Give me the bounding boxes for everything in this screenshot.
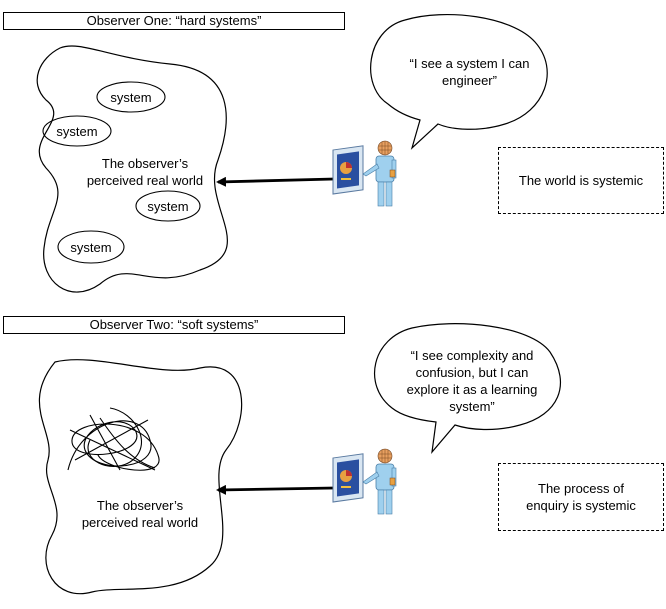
speech-text-1: “I see a system I can engineer” xyxy=(409,56,530,88)
side-box-1: The world is systemic xyxy=(498,147,664,214)
speech-bubble-2 xyxy=(374,323,561,454)
arrow-observer-2 xyxy=(216,484,335,495)
arrow-observer-1 xyxy=(216,176,335,187)
side-box-2: The process of enquiry is systemic xyxy=(498,463,664,531)
panel-1-title: Observer One: “hard systems” xyxy=(3,12,345,30)
system-label-4: system xyxy=(70,240,112,255)
system-label-1: system xyxy=(110,90,152,105)
system-label-3: system xyxy=(147,199,189,214)
speech-bubble-1 xyxy=(370,13,548,150)
system-oval-2 xyxy=(42,115,112,147)
scribble-tangle xyxy=(67,407,160,471)
world-blob-1 xyxy=(36,45,228,293)
panel-2-title: Observer Two: “soft systems” xyxy=(3,316,345,334)
system-oval-3 xyxy=(135,190,201,222)
world-blob-2 xyxy=(38,359,243,595)
system-label-2: system xyxy=(56,124,98,139)
observer-icon-1 xyxy=(332,140,397,207)
world-label-1: The observer’s perceived real world xyxy=(86,156,204,188)
observer-icon-2 xyxy=(332,448,397,515)
world-label-2: The observer’s perceived real world xyxy=(81,498,199,530)
system-oval-1 xyxy=(96,81,166,113)
system-oval-4 xyxy=(57,230,125,264)
speech-text-2: “I see complexity and confusion, but I c… xyxy=(406,348,538,414)
